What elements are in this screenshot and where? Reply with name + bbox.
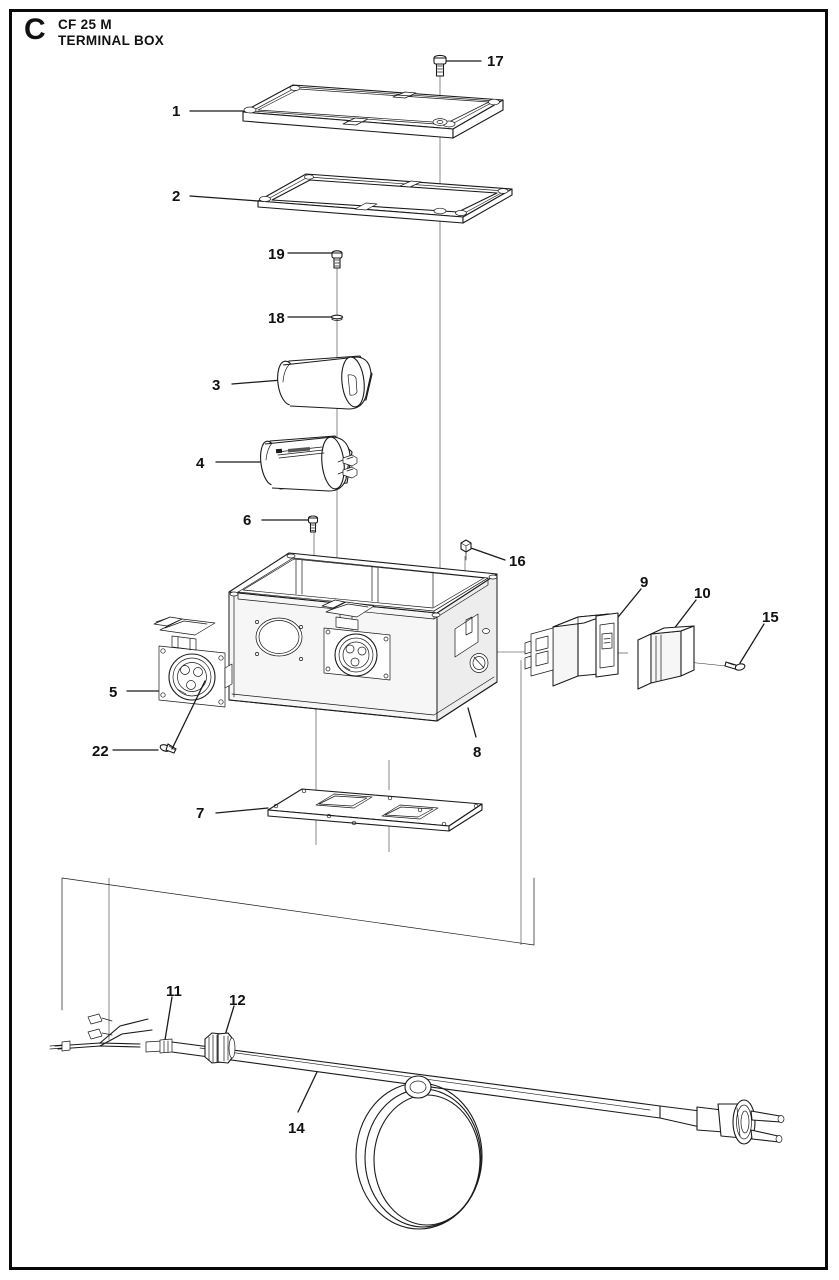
callout-5: 5 [109, 684, 118, 701]
part-3-capacitor-cover [277, 355, 373, 410]
callout-8: 8 [473, 744, 482, 761]
part-4-capacitor [260, 435, 358, 492]
part-17-screw-lid [433, 54, 447, 77]
capacitor-label-stripe [275, 446, 325, 459]
part-5-socket-outlet-left [153, 616, 233, 708]
cable-region-boundary [61, 877, 535, 1011]
callout-4: 4 [196, 455, 205, 472]
callout-14: 14 [288, 1120, 305, 1137]
callout-9: 9 [640, 574, 649, 591]
section-letter: C [24, 13, 46, 46]
part-1-lid-cover [242, 84, 504, 139]
capacitor-terminals [337, 454, 358, 479]
page-border-frame [9, 9, 828, 1270]
callout-17: 17 [487, 53, 504, 70]
part-16-nut [460, 539, 472, 561]
callout-3: 3 [212, 377, 221, 394]
assembly-title: TERMINAL BOX [58, 33, 165, 48]
part-7-base-plate [267, 788, 483, 832]
callout-11: 11 [166, 983, 182, 1000]
callout-12: 12 [229, 992, 246, 1009]
callout-2: 2 [172, 188, 181, 205]
part-10-switch-cover [637, 625, 695, 690]
callout-15: 15 [762, 609, 779, 626]
model-title: CF 25 M [58, 17, 112, 32]
callout-1: 1 [172, 103, 181, 120]
part-6-screw-capacitor-clamp [307, 515, 319, 533]
part-11-cable-strain-relief [49, 1013, 173, 1054]
part-18-washer [330, 314, 344, 321]
callout-22: 22 [92, 743, 109, 760]
callout-10: 10 [694, 585, 711, 602]
callout-19: 19 [268, 246, 285, 263]
cable-assembly [49, 1013, 785, 1230]
part-22-screw-socket [159, 680, 206, 754]
power-plug [659, 1099, 785, 1145]
callout-16: 16 [509, 553, 526, 570]
callout-6: 6 [243, 512, 252, 529]
part-9-rocker-switch [524, 612, 619, 687]
part-2-lid-gasket [257, 173, 513, 224]
cable-coil [355, 1075, 483, 1230]
callout-18: 18 [268, 310, 285, 327]
callout-7: 7 [196, 805, 205, 822]
part-19-screw-capacitor [331, 250, 343, 269]
part-12-cable-gland [204, 1032, 236, 1064]
socket-outlet-right-mounted [321, 599, 391, 681]
part-15-screw-switch-cover [724, 661, 746, 671]
